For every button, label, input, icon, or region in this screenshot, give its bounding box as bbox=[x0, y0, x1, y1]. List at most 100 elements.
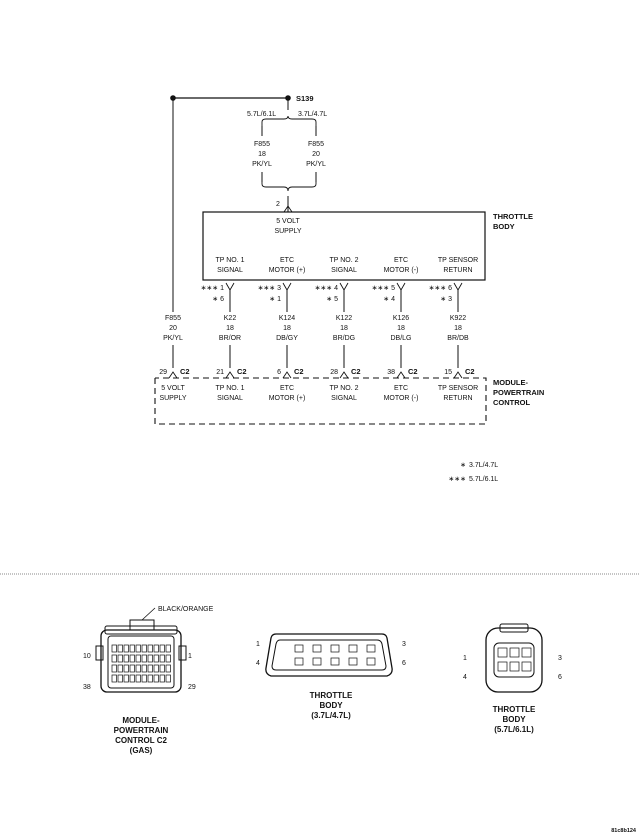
svg-text:ETC: ETC bbox=[280, 385, 294, 392]
svg-text:ETC: ETC bbox=[394, 385, 408, 392]
pcm-c2-pin-38: 38 bbox=[83, 684, 91, 691]
circuit-column-1: TP NO. 1 SIGNAL ∗∗∗ 1 ∗ 6 K22 18 BR/OR bbox=[201, 257, 245, 368]
pcm-cavity bbox=[147, 664, 153, 673]
tb57-cavity bbox=[521, 647, 532, 658]
figure-id: 81c8b124 bbox=[611, 828, 637, 834]
feed-wire-right: F855 20 PK/YL bbox=[306, 141, 326, 168]
pcm-cavity bbox=[141, 644, 147, 653]
pcm-cavity bbox=[153, 664, 159, 673]
pcm-cavity bbox=[123, 654, 129, 663]
circuit-column-supply: F855 20 PK/YL bbox=[163, 315, 183, 342]
svg-text:∗∗∗ 4: ∗∗∗ 4 bbox=[315, 285, 339, 292]
svg-text:18: 18 bbox=[283, 325, 291, 332]
throttle-body-title-1: THROTTLE bbox=[493, 212, 533, 221]
svg-text:28: 28 bbox=[330, 369, 338, 376]
tb-37-pin-4: 4 bbox=[256, 660, 260, 667]
tb-57-pin-6: 6 bbox=[558, 674, 562, 681]
svg-text:MOTOR (+): MOTOR (+) bbox=[269, 267, 306, 274]
svg-text:MOTOR (-): MOTOR (-) bbox=[384, 395, 419, 402]
svg-text:BODY: BODY bbox=[502, 715, 526, 724]
feed-wire-left: F855 18 PK/YL bbox=[252, 141, 272, 168]
svg-text:RETURN: RETURN bbox=[443, 395, 472, 402]
tb37-cavity bbox=[312, 644, 322, 653]
pcm-c2-callout: BLACK/ORANGE bbox=[158, 606, 214, 613]
svg-text:F855: F855 bbox=[254, 141, 270, 148]
svg-text:∗∗∗ 1: ∗∗∗ 1 bbox=[201, 285, 225, 292]
legend: ∗ 3.7L/4.7L ∗∗∗ 5.7L/6.1L bbox=[448, 462, 498, 483]
svg-text:BR/DB: BR/DB bbox=[447, 335, 469, 342]
pcm-cavity bbox=[159, 654, 165, 663]
tb37-cavity bbox=[330, 644, 340, 653]
tb57-cavity bbox=[509, 647, 520, 658]
pcm-pin-21: 21 C2 TP NO. 1 SIGNAL bbox=[215, 367, 246, 402]
svg-text:∗∗∗ 6: ∗∗∗ 6 bbox=[429, 285, 453, 292]
svg-text:K122: K122 bbox=[336, 315, 352, 322]
pcm-c2-connector-view: BLACK/ORANGE 10 1 38 29 MODULE- POWERTRA… bbox=[83, 606, 214, 755]
pcm-cavity bbox=[135, 664, 141, 673]
pcm-cavity bbox=[165, 674, 171, 683]
pcm-c2-pin-10: 10 bbox=[83, 653, 91, 660]
svg-text:DB/LG: DB/LG bbox=[390, 335, 411, 342]
svg-text:20: 20 bbox=[169, 325, 177, 332]
svg-text:18: 18 bbox=[258, 151, 266, 158]
pcm-cavity bbox=[123, 644, 129, 653]
tb-supply-pin: 2 bbox=[276, 201, 280, 208]
splice-label: S139 bbox=[296, 94, 314, 103]
pcm-cavity bbox=[153, 644, 159, 653]
svg-text:THROTTLE: THROTTLE bbox=[493, 705, 536, 714]
pcm-cavity bbox=[111, 644, 117, 653]
pcm-cavity bbox=[147, 654, 153, 663]
splice-option-brace bbox=[261, 115, 317, 126]
tb-37-pin-1: 1 bbox=[256, 641, 260, 648]
svg-text:TP SENSOR: TP SENSOR bbox=[438, 385, 478, 392]
svg-text:(3.7L/4.7L): (3.7L/4.7L) bbox=[311, 711, 351, 720]
svg-text:PK/YL: PK/YL bbox=[306, 161, 326, 168]
pcm-pin-28: 28 C2 TP NO. 2 SIGNAL bbox=[329, 367, 360, 402]
pcm-cavity bbox=[159, 664, 165, 673]
tb37-cavity bbox=[294, 644, 304, 653]
svg-text:PK/YL: PK/YL bbox=[252, 161, 272, 168]
pcm-cavity bbox=[141, 664, 147, 673]
svg-text:BR/DG: BR/DG bbox=[333, 335, 355, 342]
svg-text:RETURN: RETURN bbox=[443, 267, 472, 274]
pcm-cavity bbox=[165, 644, 171, 653]
pcm-cavity bbox=[123, 664, 129, 673]
svg-text:TP NO. 1: TP NO. 1 bbox=[215, 385, 244, 392]
pcm-cavity bbox=[135, 654, 141, 663]
pcm-cavity bbox=[129, 664, 135, 673]
svg-text:C2: C2 bbox=[180, 367, 190, 376]
pcm-cavity bbox=[153, 674, 159, 683]
svg-text:SIGNAL: SIGNAL bbox=[217, 395, 243, 402]
pcm-cavity bbox=[111, 664, 117, 673]
pcm-cavity bbox=[117, 654, 123, 663]
pcm-pin-6: 6 C2 ETC MOTOR (+) bbox=[269, 367, 306, 402]
pcm-cavity bbox=[141, 674, 147, 683]
pcm-cavity bbox=[141, 654, 147, 663]
circuit-column-3: TP NO. 2 SIGNAL ∗∗∗ 4 ∗ 5 K122 18 BR/DG bbox=[315, 257, 359, 368]
svg-text:K126: K126 bbox=[393, 315, 409, 322]
svg-text:TP NO. 2: TP NO. 2 bbox=[329, 257, 358, 264]
tb-supply-label-1: 5 VOLT bbox=[276, 218, 300, 225]
tb-57-cavity-grid bbox=[497, 647, 532, 672]
svg-text:K922: K922 bbox=[450, 315, 466, 322]
svg-text:29: 29 bbox=[159, 369, 167, 376]
tb57-cavity bbox=[509, 661, 520, 672]
svg-text:20: 20 bbox=[312, 151, 320, 158]
tb37-cavity bbox=[366, 644, 376, 653]
pcm-cavity bbox=[111, 654, 117, 663]
svg-text:6: 6 bbox=[277, 369, 281, 376]
svg-text:F855: F855 bbox=[308, 141, 324, 148]
svg-text:∗ 3: ∗ 3 bbox=[440, 296, 452, 303]
svg-text:15: 15 bbox=[444, 369, 452, 376]
svg-text:CONTROL C2: CONTROL C2 bbox=[115, 736, 167, 745]
circuit-column-4: ETC MOTOR (-) ∗∗∗ 5 ∗ 4 K126 18 DB/LG bbox=[372, 257, 419, 368]
svg-text:MOTOR (-): MOTOR (-) bbox=[384, 267, 419, 274]
tb37-cavity bbox=[294, 657, 304, 666]
svg-text:K22: K22 bbox=[224, 315, 237, 322]
svg-text:C2: C2 bbox=[465, 367, 475, 376]
svg-text:18: 18 bbox=[397, 325, 405, 332]
svg-text:21: 21 bbox=[216, 369, 224, 376]
pcm-cavity bbox=[129, 674, 135, 683]
pcm-title-1: MODULE- bbox=[493, 378, 528, 387]
svg-text:5 VOLT: 5 VOLT bbox=[161, 385, 185, 392]
